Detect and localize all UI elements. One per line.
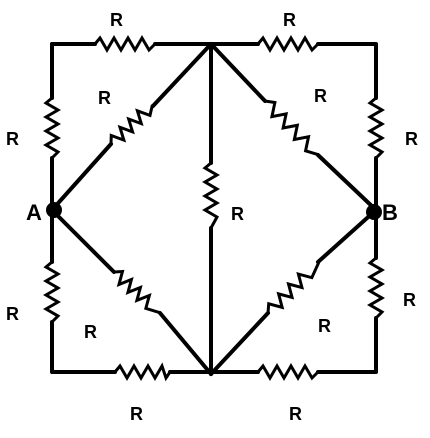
wire-left-bottom <box>50 320 117 374</box>
label-left-upper: R <box>6 129 19 149</box>
label-bottom-right: R <box>289 404 302 424</box>
resistor-right-lower <box>367 256 385 320</box>
node-b-dot <box>366 204 382 220</box>
resistor-top-left <box>93 35 157 53</box>
label-right-lower: R <box>403 290 416 310</box>
label-diag-top-b: R <box>314 86 327 106</box>
resistor-left-upper <box>43 96 61 160</box>
node-a-dot <box>46 202 62 218</box>
label-center-vertical: R <box>231 204 244 224</box>
node-a-label: A <box>26 200 42 225</box>
wire-diag-a-bottom-2 <box>158 311 213 376</box>
wire-bottom-right <box>316 316 378 374</box>
resistor-bottom-left <box>113 362 172 382</box>
resistor-diag-a-bottom <box>113 269 160 315</box>
nodes: A B <box>26 200 398 225</box>
resistor-bottom-right <box>256 363 320 381</box>
label-diag-a-top: R <box>98 88 111 108</box>
node-b-label: B <box>382 200 398 225</box>
resistor-diag-top-b <box>264 99 319 156</box>
label-diag-bottom-b: R <box>318 316 331 336</box>
resistor-right-upper <box>367 96 385 160</box>
resistor-diag-bottom-b <box>266 261 321 314</box>
label-top-right: R <box>283 10 296 30</box>
resistor-symbols <box>43 35 385 382</box>
label-diag-a-bottom: R <box>84 322 97 342</box>
wire-top-right <box>316 42 378 100</box>
wire-diag-bottom-b-1 <box>209 311 270 376</box>
resistor-left-lower <box>43 260 61 324</box>
label-right-upper: R <box>405 129 418 149</box>
wire-diag-a-top-1 <box>50 142 113 212</box>
resistor-labels: R R R R R R R R R R R R R <box>6 10 418 424</box>
diagonal-wires <box>50 42 378 376</box>
wire-diag-top-b-1 <box>209 42 267 103</box>
wire-diag-top-b-2 <box>316 153 378 212</box>
resistor-center-vertical <box>202 161 220 229</box>
resistor-top-right <box>256 35 320 53</box>
label-left-lower: R <box>6 304 19 324</box>
label-top-left: R <box>110 10 123 30</box>
wire-diag-a-bottom-1 <box>50 208 116 274</box>
wire-diag-a-top-2 <box>151 42 213 108</box>
wire-diag-bottom-b-2 <box>316 208 378 264</box>
label-bottom-left: R <box>130 404 143 424</box>
resistor-diag-a-top <box>109 104 154 145</box>
